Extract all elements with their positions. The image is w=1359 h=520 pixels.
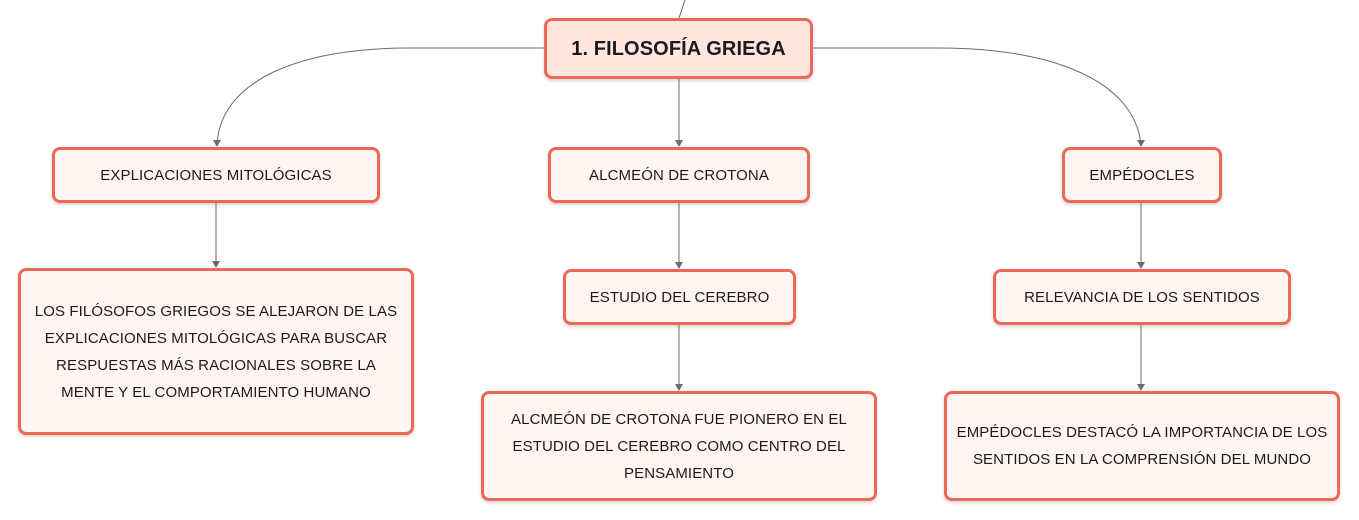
- root-topic-label: 1. FILOSOFÍA GRIEGA: [571, 37, 786, 60]
- arrowhead: [1137, 384, 1145, 391]
- description-text: EMPÉDOCLES DESTACÓ LA IMPORTANCIA DE LOS…: [956, 424, 1328, 468]
- arrowhead: [675, 384, 683, 391]
- subtopic-relevancia-de-los-sentidos[interactable]: RELEVANCIA DE LOS SENTIDOS: [993, 269, 1291, 325]
- subtopic-label: ESTUDIO DEL CEREBRO: [589, 288, 770, 306]
- description-explicaciones-mitologicas[interactable]: LOS FILÓSOFOS GRIEGOS SE ALEJARON DE LAS…: [18, 268, 414, 435]
- topic-alcmeon-de-crotona[interactable]: ALCMEÓN DE CROTONA: [548, 147, 810, 203]
- connector-root-explicaciones: [216, 47, 544, 146]
- description-text: ALCMEÓN DE CROTONA FUE PIONERO EN EL EST…: [511, 410, 847, 482]
- topic-empedocles[interactable]: EMPÉDOCLES: [1062, 147, 1222, 203]
- topic-label: EXPLICACIONES MITOLÓGICAS: [100, 166, 332, 184]
- description-empedocles[interactable]: EMPÉDOCLES DESTACÓ LA IMPORTANCIA DE LOS…: [944, 391, 1340, 501]
- arrowhead: [675, 140, 683, 147]
- connector-root-empedocles: [813, 47, 1142, 146]
- arrowhead: [675, 262, 683, 269]
- topic-explicaciones-mitologicas[interactable]: EXPLICACIONES MITOLÓGICAS: [52, 147, 380, 203]
- connector-parent-root: [678, 0, 686, 19]
- topic-label: ALCMEÓN DE CROTONA: [589, 166, 769, 184]
- arrowhead: [213, 140, 221, 147]
- root-topic-node[interactable]: 1. FILOSOFÍA GRIEGA: [544, 18, 813, 79]
- subtopic-label: RELEVANCIA DE LOS SENTIDOS: [1024, 288, 1260, 306]
- arrowhead: [1137, 140, 1145, 147]
- description-text: LOS FILÓSOFOS GRIEGOS SE ALEJARON DE LAS…: [34, 302, 398, 401]
- subtopic-estudio-del-cerebro[interactable]: ESTUDIO DEL CEREBRO: [563, 269, 796, 325]
- description-alcmeon-de-crotona[interactable]: ALCMEÓN DE CROTONA FUE PIONERO EN EL EST…: [481, 391, 877, 501]
- arrowhead: [1137, 262, 1145, 269]
- topic-label: EMPÉDOCLES: [1089, 166, 1195, 184]
- arrowhead: [212, 261, 220, 268]
